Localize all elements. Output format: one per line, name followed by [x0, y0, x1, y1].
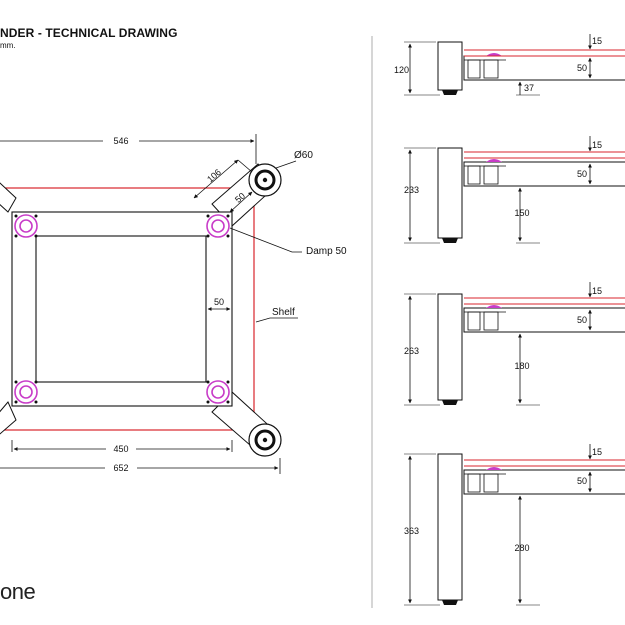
- elevation-view-120: [404, 34, 625, 96]
- elevation-view-233: [404, 136, 625, 244]
- dim-lower-clearance: 180: [514, 361, 529, 371]
- dim-shelf-thickness: 15: [592, 140, 602, 150]
- drawing-title: NDER - TECHNICAL DRAWING: [0, 26, 178, 40]
- elevation-view-263: [404, 282, 625, 406]
- dim-frame-width: 50: [214, 297, 224, 307]
- dim-lower-clearance: 37: [524, 83, 534, 93]
- dim-lower-clearance: 280: [514, 543, 529, 553]
- wheel: [248, 423, 282, 457]
- dim-total-height: 233: [404, 185, 419, 195]
- dim-arm-height: 50: [577, 315, 587, 325]
- elevation-view-363: [404, 444, 625, 606]
- dim-total-height: 363: [404, 526, 419, 536]
- units-note: mm.: [0, 41, 16, 50]
- wheel: [248, 163, 282, 197]
- wheel-diameter-label: Ø60: [294, 150, 313, 161]
- dim-top-width: 546: [113, 136, 128, 146]
- dim-shelf-thickness: 15: [592, 36, 602, 46]
- frame-inner: [35, 235, 207, 383]
- plan-view: 546 106 50 Ø60 Damp 50 50 Shelf 450: [0, 134, 347, 474]
- brand-logo: one: [0, 579, 36, 604]
- damper: [14, 214, 230, 404]
- damp-label: Damp 50: [306, 246, 347, 257]
- dim-arm-width: 50: [233, 191, 247, 205]
- dim-inner-width: 450: [113, 444, 128, 454]
- dim-total-height: 263: [404, 346, 419, 356]
- dim-arm-height: 50: [577, 169, 587, 179]
- dim-diagonal: 106: [205, 167, 223, 184]
- shelf-outline: [0, 187, 255, 431]
- dim-outer-width: 652: [113, 463, 128, 473]
- shelf-label: Shelf: [272, 307, 295, 318]
- dim-shelf-thickness: 15: [592, 286, 602, 296]
- dim-arm-height: 50: [577, 476, 587, 486]
- dim-total-height: 120: [394, 65, 409, 75]
- dim-shelf-thickness: 15: [592, 447, 602, 457]
- dim-arm-height: 50: [577, 63, 587, 73]
- dim-lower-clearance: 150: [514, 208, 529, 218]
